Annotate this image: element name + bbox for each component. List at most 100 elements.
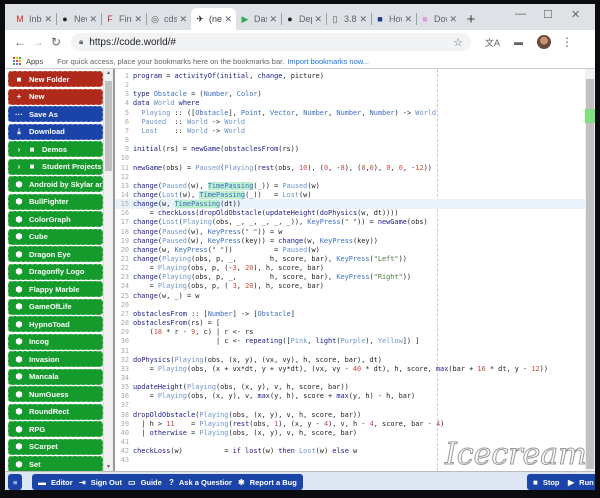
code-line[interactable]: 40 | otherwise = Playing(obs, (x, y), v,… — [115, 428, 585, 438]
guide-button[interactable]: ▭ Guide — [122, 474, 168, 490]
browser-tab[interactable]: ●New✕ — [56, 8, 101, 30]
editor-scrollbar[interactable] — [585, 69, 595, 471]
code-line[interactable]: 24 = Playing(obs, p, ( 3, 20), h, score,… — [115, 281, 585, 291]
ask-question-button[interactable]: ? Ask a Question — [163, 474, 240, 490]
sidebar-folder[interactable]: ›■Student Projects — [8, 158, 103, 175]
code-line[interactable]: 33 = Playing(obs, (x + vx*dt, y + vy*dt)… — [115, 364, 585, 374]
sidebar-project[interactable]: ⬢GameOfLife — [8, 298, 103, 315]
import-bookmarks-link[interactable]: Import bookmarks now... — [287, 56, 370, 66]
code-line[interactable]: 10 — [115, 153, 585, 163]
minimize-button[interactable]: — — [515, 8, 526, 20]
maximize-button[interactable]: ☐ — [543, 9, 553, 21]
translate-extension-icon[interactable]: 文A — [485, 37, 501, 48]
browser-tab[interactable]: ✈(new✕ — [191, 8, 236, 30]
scroll-down-icon[interactable]: ▼ — [106, 464, 111, 470]
browser-tab[interactable]: ◎cdsr✕ — [146, 8, 191, 30]
sidebar-project[interactable]: ⬢Invasion — [8, 351, 103, 367]
tab-close-icon[interactable]: ✕ — [224, 13, 232, 24]
code-line[interactable]: 12 — [115, 172, 585, 182]
code-line[interactable]: 39 | h > 11 = Playing(rest(obs, 1), (x, … — [115, 419, 585, 429]
sidebar-folder[interactable]: ›■Demos — [8, 141, 103, 157]
browser-tab[interactable]: ▶Dasl✕ — [236, 8, 281, 30]
sidebar-project[interactable]: ⬢BullFighter — [8, 193, 103, 210]
code-line[interactable]: 37 — [115, 400, 585, 410]
extension-icon[interactable]: ▬ — [514, 37, 524, 47]
run-button[interactable]: ▶ Run — [562, 474, 595, 490]
menu-button[interactable]: ≡ — [8, 474, 23, 490]
code-line[interactable]: 2 — [115, 80, 585, 90]
code-line[interactable]: 41 — [115, 437, 585, 447]
sidebar-project[interactable]: ⬢Dragon Eye — [8, 246, 103, 262]
reload-icon[interactable]: ↻ — [50, 35, 62, 49]
editor-scroll-thumb[interactable] — [586, 79, 594, 469]
sidebar-project[interactable]: ⬢Set — [8, 456, 103, 471]
code-line[interactable]: 22 = Playing(obs, p, (-3, 20), h, score,… — [115, 263, 585, 273]
forward-arrow-icon[interactable]: → — [32, 35, 44, 49]
browser-tab[interactable]: ●Dep✕ — [281, 8, 326, 30]
tab-close-icon[interactable]: ✕ — [314, 13, 322, 24]
browser-tab[interactable]: ■Dow✕ — [416, 8, 461, 30]
code-line[interactable]: 29 (18 * r - 9, c) | r <- rs — [115, 327, 585, 337]
sign-out-button[interactable]: ⇥ Sign Out — [73, 474, 128, 490]
bookmark-star-icon[interactable]: ☆ — [453, 36, 463, 49]
sidebar-action-new[interactable]: +New — [8, 88, 103, 105]
apps-link[interactable]: Apps — [26, 56, 44, 66]
sidebar-action-download[interactable]: ⤓Download — [8, 123, 103, 140]
back-arrow-icon[interactable]: ← — [14, 35, 26, 49]
sidebar-action-new-folder[interactable]: ■New Folder — [8, 71, 103, 87]
sidebar-project[interactable]: ⬢RPG — [8, 421, 103, 437]
code-line[interactable]: 6 Paused :: World -> World — [115, 117, 585, 127]
code-line[interactable]: 7 Lost :: World -> World — [115, 126, 585, 136]
sidebar-project[interactable]: ⬢Flappy Marble — [8, 281, 103, 297]
tab-close-icon[interactable]: ✕ — [449, 13, 457, 24]
code-line[interactable]: 5 Playing :: ([Obstacle], Point, Vector,… — [115, 108, 585, 118]
tab-close-icon[interactable]: ✕ — [89, 13, 97, 24]
code-line[interactable]: 36 = Playing(obs, (x, y), v, max(y, h), … — [115, 391, 585, 401]
tab-close-icon[interactable]: ✕ — [134, 13, 142, 24]
sidebar-action-save-as[interactable]: ···Save As — [8, 106, 103, 122]
code-line[interactable]: 31 — [115, 346, 585, 356]
browser-menu-icon[interactable]: ⋮ — [561, 35, 574, 49]
code-line[interactable]: 30 | c <- repeating([Pink, light(Purple)… — [115, 336, 585, 346]
sidebar-project[interactable]: ⬢ColorGraph — [8, 211, 103, 227]
browser-tab[interactable]: MInbox✕ — [11, 8, 56, 30]
scroll-up-icon[interactable]: ▲ — [106, 70, 111, 76]
address-bar[interactable]: 🔒︎ https://code.world/# ☆ — [71, 33, 471, 51]
browser-tab[interactable]: FFind✕ — [101, 8, 146, 30]
editor-button[interactable]: ▬ Editor — [32, 474, 79, 490]
sidebar-project[interactable]: ⬢Dragonfly Logo — [8, 263, 103, 280]
code-line[interactable]: 34 — [115, 373, 585, 383]
new-tab-button[interactable]: + — [466, 10, 476, 28]
sidebar-scrollbar[interactable]: ▲ ▼ — [103, 69, 112, 471]
sidebar-project[interactable]: ⬢HypnoToad — [8, 316, 103, 332]
tab-close-icon[interactable]: ✕ — [44, 13, 52, 24]
code-line[interactable]: 43 — [115, 455, 585, 465]
sidebar-project[interactable]: ⬢Android by Skylar and me — [8, 176, 103, 192]
code-line[interactable]: 8 — [115, 135, 585, 145]
profile-avatar[interactable] — [537, 35, 552, 49]
browser-tab[interactable]: ■How✕ — [371, 8, 416, 30]
sidebar-project[interactable]: ⬢NumGuess — [8, 386, 103, 402]
sidebar-project[interactable]: ⬢Cube — [8, 228, 103, 245]
